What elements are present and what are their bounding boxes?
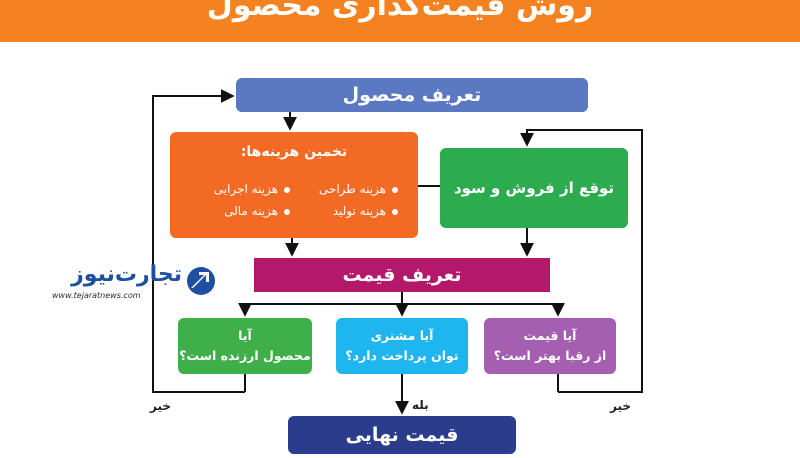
bullet-icon: [392, 186, 398, 193]
logo-url: www.tejaratnews.com: [52, 291, 141, 300]
cost-estimate-box: تخمین هزینه‌ها: هزینه طراحی هزینه اجرایی…: [170, 132, 418, 238]
cost-estimate-title: تخمین هزینه‌ها:: [240, 144, 348, 160]
bullet-icon: [392, 208, 398, 215]
feedback-loop-left: [152, 89, 245, 393]
feedback-loop-right: [520, 129, 643, 393]
cost-item-financial: هزینه مالی: [224, 204, 290, 218]
question-affordability-box: آیا مشتری توان پرداخت دارد؟: [336, 318, 468, 374]
label-no-left: خیر: [150, 399, 172, 413]
logo-name: تجارت‌نیوز: [71, 262, 182, 287]
question-value-box: آیا محصول ارزنده است؟: [178, 318, 312, 374]
cost-item-production: هزینه تولید: [333, 204, 398, 218]
cost-item-design: هزینه طراحی: [319, 182, 398, 196]
define-product-box: تعریف محصول: [236, 78, 588, 112]
logo-mark-icon: [187, 267, 215, 295]
bullet-icon: [284, 208, 290, 215]
brand-logo: تجارت‌نیوز www.tejaratnews.com: [50, 262, 216, 306]
question-competition-box: آیا قیمت از رقبا بهتر است؟: [484, 318, 616, 374]
define-price-box: تعریف قیمت: [254, 258, 550, 292]
cost-item-operational: هزینه اجرایی: [214, 182, 290, 196]
final-price-box: قیمت نهایی: [288, 416, 516, 454]
header-banner: روش قیمت‌گذاری محصول: [0, 0, 800, 42]
label-no-right: خیر: [610, 399, 632, 413]
sales-forecast-box: توقع از فروش و سود: [440, 148, 628, 228]
page-title: روش قیمت‌گذاری محصول: [206, 0, 594, 23]
bullet-icon: [284, 186, 290, 193]
label-yes: بله: [412, 398, 429, 412]
